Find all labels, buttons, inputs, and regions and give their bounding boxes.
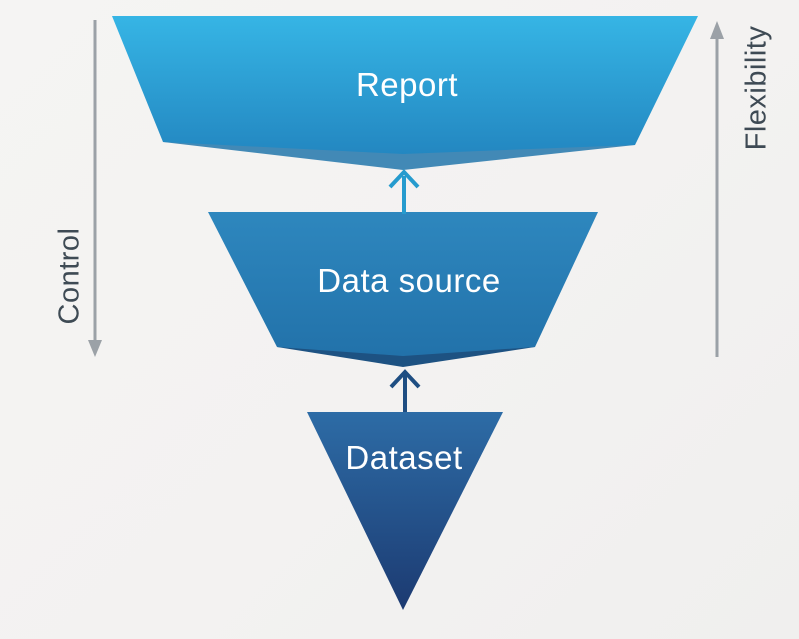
flow-up-arrow-dataset-to-datasource-icon: [389, 369, 421, 412]
report-shape: [112, 16, 698, 154]
datasource-level-label: Data source: [317, 262, 501, 299]
dataset-shape: [307, 412, 503, 610]
down-arrowhead-icon: [88, 340, 102, 357]
datasource-shape: [208, 212, 598, 356]
flexibility-axis-label: Flexibility: [740, 25, 773, 151]
dataset-level-label: Dataset: [345, 439, 463, 476]
control-axis-label: Control: [53, 227, 86, 325]
report-level-label: Report: [355, 66, 459, 103]
datasource-underside: [277, 347, 535, 367]
flow-up-arrow-datasource-to-report-icon: [388, 169, 420, 214]
up-arrowhead-icon: [710, 21, 724, 39]
